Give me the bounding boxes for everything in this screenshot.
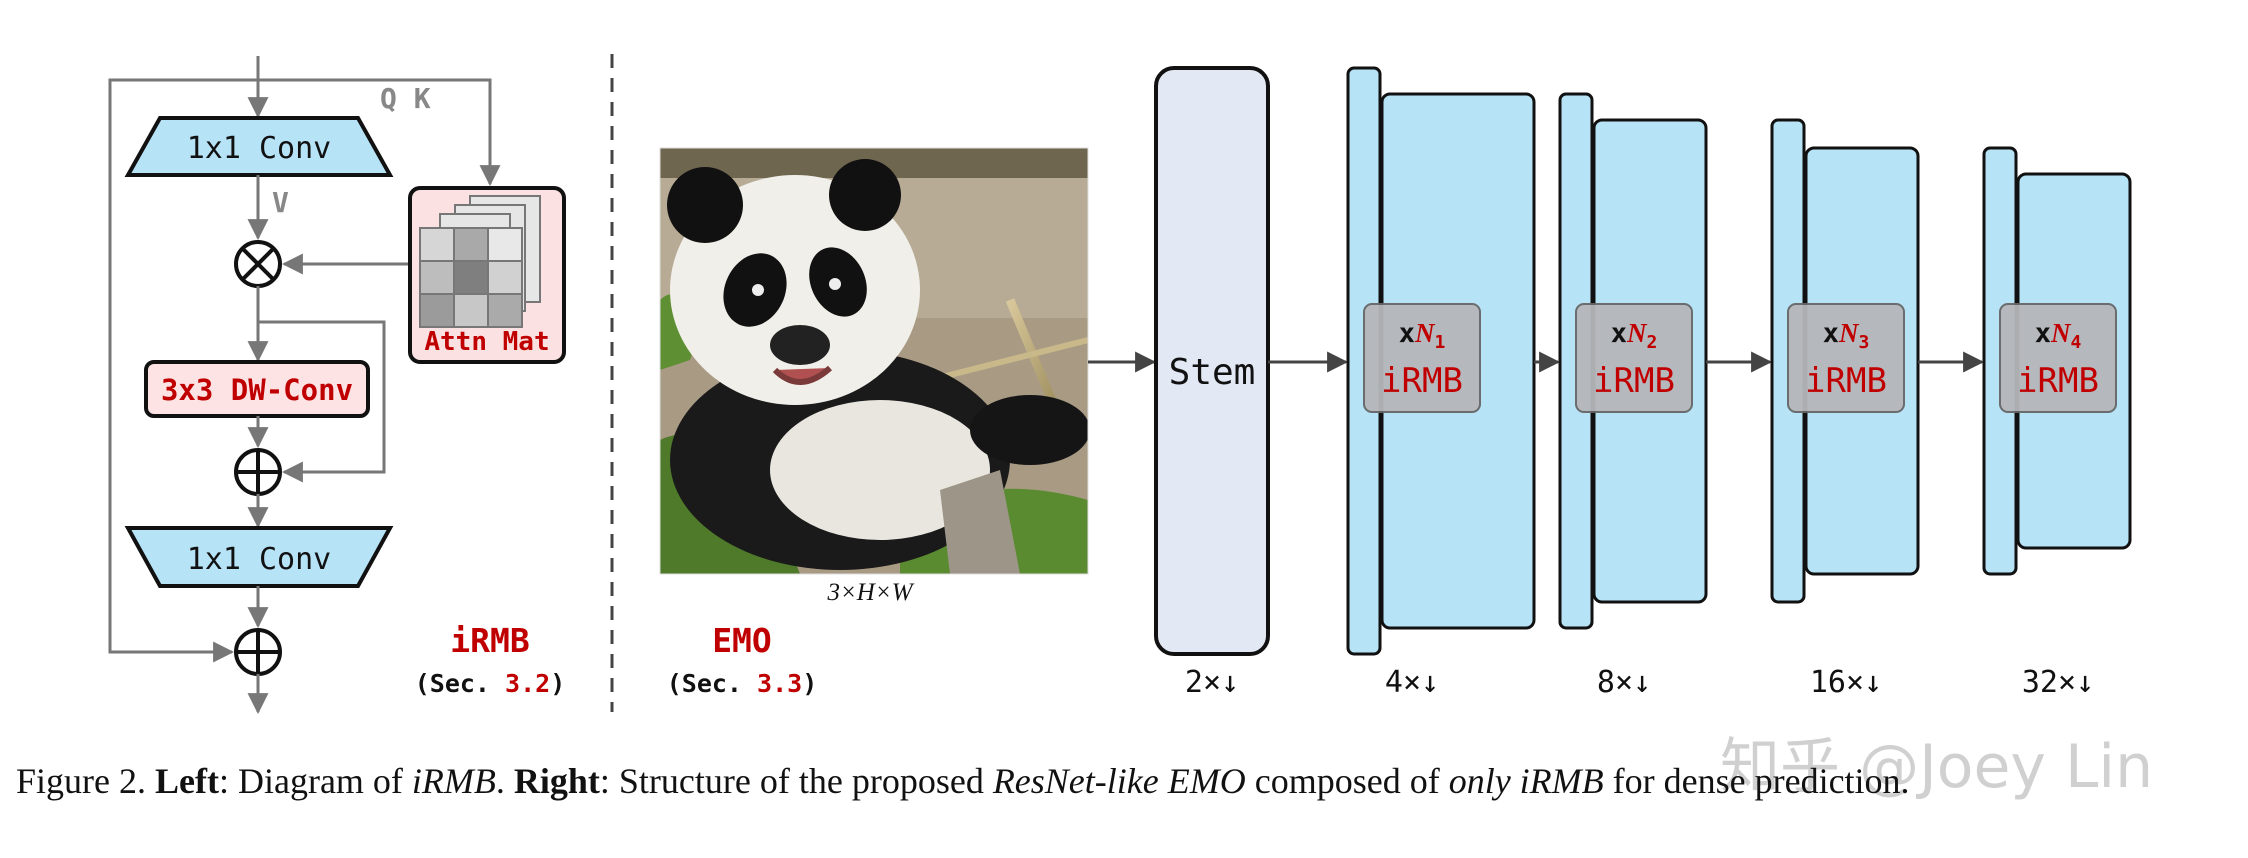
caption-dot: . bbox=[495, 761, 505, 801]
add-op-outer bbox=[234, 628, 282, 676]
outer-skip-line bbox=[108, 78, 258, 663]
top-conv-label: 1x1 Conv bbox=[187, 131, 332, 166]
repeat-count: xN2 bbox=[1611, 318, 1658, 353]
irmb-block-label: iRMB bbox=[1593, 361, 1675, 401]
stage-scale: 16×↓ bbox=[1810, 665, 1882, 700]
irmb-block-label: iRMB bbox=[1805, 361, 1887, 401]
multiply-op bbox=[234, 240, 282, 288]
top-conv-block bbox=[124, 116, 394, 177]
emo-title: EMO bbox=[712, 621, 772, 660]
caption-only-italic: only bbox=[1448, 761, 1511, 801]
caption-right-bold: Right bbox=[513, 761, 600, 801]
v-label: V bbox=[272, 186, 289, 219]
caption-right-italic: ResNet-like EMO bbox=[992, 761, 1246, 801]
repeat-count: xN3 bbox=[1823, 318, 1870, 353]
irmb-block-label: iRMB bbox=[1381, 361, 1463, 401]
irmb-title: iRMB bbox=[450, 621, 529, 660]
inner-skip-line bbox=[258, 320, 386, 483]
emo-diagram: 3×H×W EMO (Sec. 3.3) Stem 2×↓ xN1 iRMB 4… bbox=[659, 66, 2132, 700]
panda-input-image bbox=[659, 147, 1089, 575]
caption-left-italic: iRMB bbox=[411, 761, 496, 801]
input-size-label: 3×H×W bbox=[826, 579, 914, 606]
caption-right-text: : Structure of the proposed bbox=[599, 761, 984, 801]
stage-1: xN1 iRMB 4×↓ bbox=[1346, 66, 1536, 700]
irmb-block bbox=[1575, 303, 1693, 413]
qk-branch-line bbox=[258, 78, 501, 187]
attn-matrix-label: Attn Mat bbox=[424, 327, 549, 357]
caption-irmb-italic: iRMB bbox=[1519, 761, 1604, 801]
attn-matrix-block: Attn Mat bbox=[408, 186, 566, 364]
stage-scale: 4×↓ bbox=[1385, 665, 1439, 700]
caption-left-bold: Left bbox=[155, 761, 219, 801]
repeat-count: xN4 bbox=[2035, 318, 2082, 353]
irmb-block-label: iRMB bbox=[2017, 361, 2099, 401]
stage-4: xN4 iRMB 32×↓ bbox=[1982, 146, 2132, 700]
irmb-block bbox=[1999, 303, 2117, 413]
stage-scale: 32×↓ bbox=[2022, 665, 2094, 700]
bottom-conv-label: 1x1 Conv bbox=[187, 542, 332, 577]
bottom-conv-block bbox=[124, 526, 394, 588]
caption-fig: Figure 2. bbox=[16, 761, 146, 801]
stage-scale: 8×↓ bbox=[1597, 665, 1651, 700]
caption-mid-text: composed of bbox=[1254, 761, 1440, 801]
emo-sec-ref: (Sec. 3.3) bbox=[667, 669, 818, 698]
caption-end-text: for dense prediction. bbox=[1612, 761, 1910, 801]
caption-left-text: : Diagram of bbox=[218, 761, 403, 801]
stem-scale: 2×↓ bbox=[1185, 665, 1239, 700]
dwconv-label: 3x3 DW-Conv bbox=[161, 373, 353, 407]
irmb-block bbox=[1363, 303, 1481, 413]
stem-label: Stem bbox=[1169, 352, 1256, 393]
irmb-block bbox=[1787, 303, 1905, 413]
repeat-count: xN1 bbox=[1399, 318, 1446, 353]
stage-3: xN3 iRMB 16×↓ bbox=[1770, 118, 1920, 700]
stage-2: xN2 iRMB 8×↓ bbox=[1558, 92, 1708, 700]
add-op-inner bbox=[234, 448, 282, 496]
figure-caption: Figure 2. Left: Diagram of iRMB. Right: … bbox=[16, 760, 2236, 802]
qk-label: Q K bbox=[380, 82, 431, 115]
irmb-sec-ref: (Sec. 3.2) bbox=[415, 669, 566, 698]
watermark: 知乎 @Joey Lin bbox=[1720, 732, 2154, 802]
irmb-diagram: 1x1 Conv Q K V bbox=[108, 56, 566, 715]
